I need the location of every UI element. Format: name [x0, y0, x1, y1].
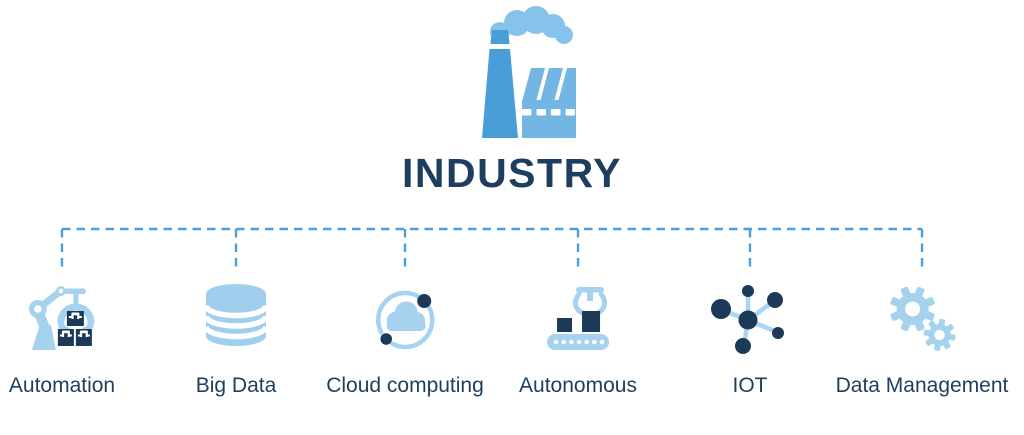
gears-icon [880, 278, 964, 362]
database-icon [194, 278, 278, 362]
branch-data-management: Data Management [835, 278, 1009, 398]
branch-label: Cloud computing [326, 374, 484, 397]
branch-iot: IOT [708, 278, 792, 398]
cargo-boxes [57, 311, 92, 346]
network-nodes-icon [708, 278, 792, 362]
conveyor-robot-icon [536, 278, 620, 362]
branch-cloud-computing: Cloud computing [326, 278, 484, 398]
robot-arm-icon [20, 278, 104, 362]
branch-big-data: Big Data [194, 278, 278, 398]
cloud-shape [386, 301, 426, 331]
branch-label: Data Management [835, 374, 1009, 397]
building-window-dashes [522, 109, 575, 116]
factory-building [522, 68, 576, 138]
branch-label: Automation [8, 374, 116, 397]
branch-label: Big Data [195, 374, 277, 397]
factory-icon [442, 4, 582, 149]
branch-label: IOT [732, 374, 768, 397]
smoke-puffs [490, 6, 573, 44]
cloud-computing-icon [363, 278, 447, 362]
branch-label: Autonomous [519, 374, 637, 397]
chimney [482, 30, 518, 138]
page-title: INDUSTRY [401, 150, 623, 196]
branch-automation: Automation [9, 278, 115, 398]
branch-autonomous: Autonomous [519, 278, 637, 398]
sync-ring [375, 290, 435, 350]
